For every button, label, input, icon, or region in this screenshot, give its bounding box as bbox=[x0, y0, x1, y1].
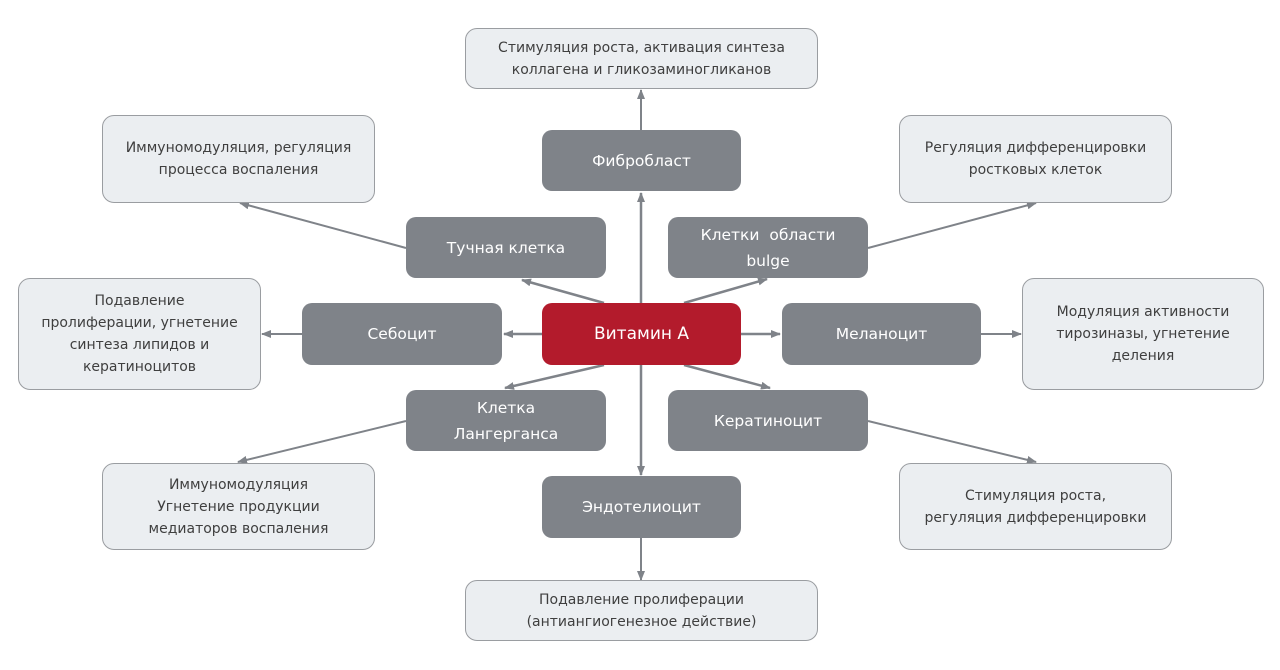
effect-text: синтеза липидов и bbox=[69, 337, 210, 353]
arrow-center-to-langerhans bbox=[504, 363, 605, 390]
effect-text: ростковых клеток bbox=[968, 162, 1103, 178]
cell-label: Клетка bbox=[476, 398, 536, 417]
effect-text: Иммуномодуляция, регуляция bbox=[125, 140, 352, 156]
cell-node-sebocyte: Себоцит bbox=[302, 303, 502, 365]
effect-text: процесса воспаления bbox=[158, 162, 319, 178]
effect-node-keratinocyte: Стимуляция роста, регуляция дифференциро… bbox=[899, 463, 1172, 550]
center-node-label: Витамин А bbox=[593, 324, 690, 344]
effect-text: Модуляция активности bbox=[1056, 304, 1230, 320]
effect-text: медиаторов воспаления bbox=[148, 520, 329, 537]
effect-text: (антиангиогенезное действие) bbox=[526, 613, 757, 630]
effect-text: Стимуляция роста, bbox=[964, 487, 1107, 504]
effect-node-mast-cell: Иммуномодуляция, регуляция процесса восп… bbox=[102, 115, 375, 203]
cell-label: Лангерганса bbox=[453, 424, 559, 443]
effect-node-melanocyte: Модуляция активности тирозиназы, угнетен… bbox=[1022, 278, 1264, 390]
effect-text: кератиноцитов bbox=[82, 359, 197, 375]
arrow-bulge-to-effect bbox=[867, 201, 1037, 249]
arrow-center-to-keratinocyte bbox=[683, 363, 771, 390]
arrow-center-to-bulge bbox=[683, 277, 768, 305]
effect-node-sebocyte: Подавление пролиферации, угнетение синте… bbox=[18, 278, 261, 390]
effect-text: коллагена и гликозаминогликанов bbox=[511, 61, 772, 78]
effect-text: деления bbox=[1111, 348, 1175, 364]
cell-label: Себоцит bbox=[367, 325, 437, 343]
cell-label: Эндотелиоцит bbox=[582, 498, 701, 516]
cell-node-bulge-cells: Клетки области bulge bbox=[668, 217, 868, 278]
cell-label: Меланоцит bbox=[835, 325, 928, 343]
effect-node-fibroblast: Стимуляция роста, активация синтеза колл… bbox=[465, 28, 818, 89]
effect-text: Регуляция дифференцировки bbox=[924, 140, 1147, 156]
effect-text: Стимуляция роста, активация синтеза bbox=[498, 39, 785, 56]
effect-text: тирозиназы, угнетение bbox=[1056, 326, 1230, 342]
arrow-keratinocyte-to-effect bbox=[867, 420, 1037, 464]
effect-text: Угнетение продукции bbox=[157, 498, 320, 515]
cell-node-mast-cell: Тучная клетка bbox=[406, 217, 606, 278]
cell-label: bulge bbox=[746, 251, 790, 270]
arrow-center-to-mast-cell bbox=[521, 278, 605, 305]
cell-node-keratinocyte: Кератиноцит bbox=[668, 390, 868, 451]
effect-node-endotheliocyte: Подавление пролиферации (антиангиогенезн… bbox=[465, 580, 818, 641]
cell-node-endotheliocyte: Эндотелиоцит bbox=[542, 476, 741, 538]
arrow-langerhans-to-effect bbox=[237, 420, 407, 464]
cell-node-melanocyte: Меланоцит bbox=[782, 303, 981, 365]
effect-node-bulge: Регуляция дифференцировки ростковых клет… bbox=[899, 115, 1172, 203]
effect-text: Подавление bbox=[94, 293, 185, 309]
cell-label: Клетки области bbox=[700, 225, 836, 244]
arrow-mast-cell-to-effect bbox=[239, 201, 407, 249]
effect-node-langerhans: Иммуномодуляция Угнетение продукции меди… bbox=[102, 463, 375, 550]
cell-label: Фибробласт bbox=[592, 151, 691, 170]
cell-node-fibroblast: Фибробласт bbox=[542, 130, 741, 191]
effect-text: регуляция дифференцировки bbox=[924, 509, 1147, 526]
effect-text: пролиферации, угнетение bbox=[41, 315, 238, 331]
effect-text: Иммуномодуляция bbox=[168, 476, 309, 493]
cell-label: Тучная клетка bbox=[446, 238, 566, 257]
cell-label: Кератиноцит bbox=[713, 411, 823, 430]
center-node-vitamin-a: Витамин А bbox=[542, 303, 741, 365]
cell-node-langerhans-cell: Клетка Лангерганса bbox=[406, 390, 606, 451]
effect-text: Подавление пролиферации bbox=[539, 591, 744, 608]
